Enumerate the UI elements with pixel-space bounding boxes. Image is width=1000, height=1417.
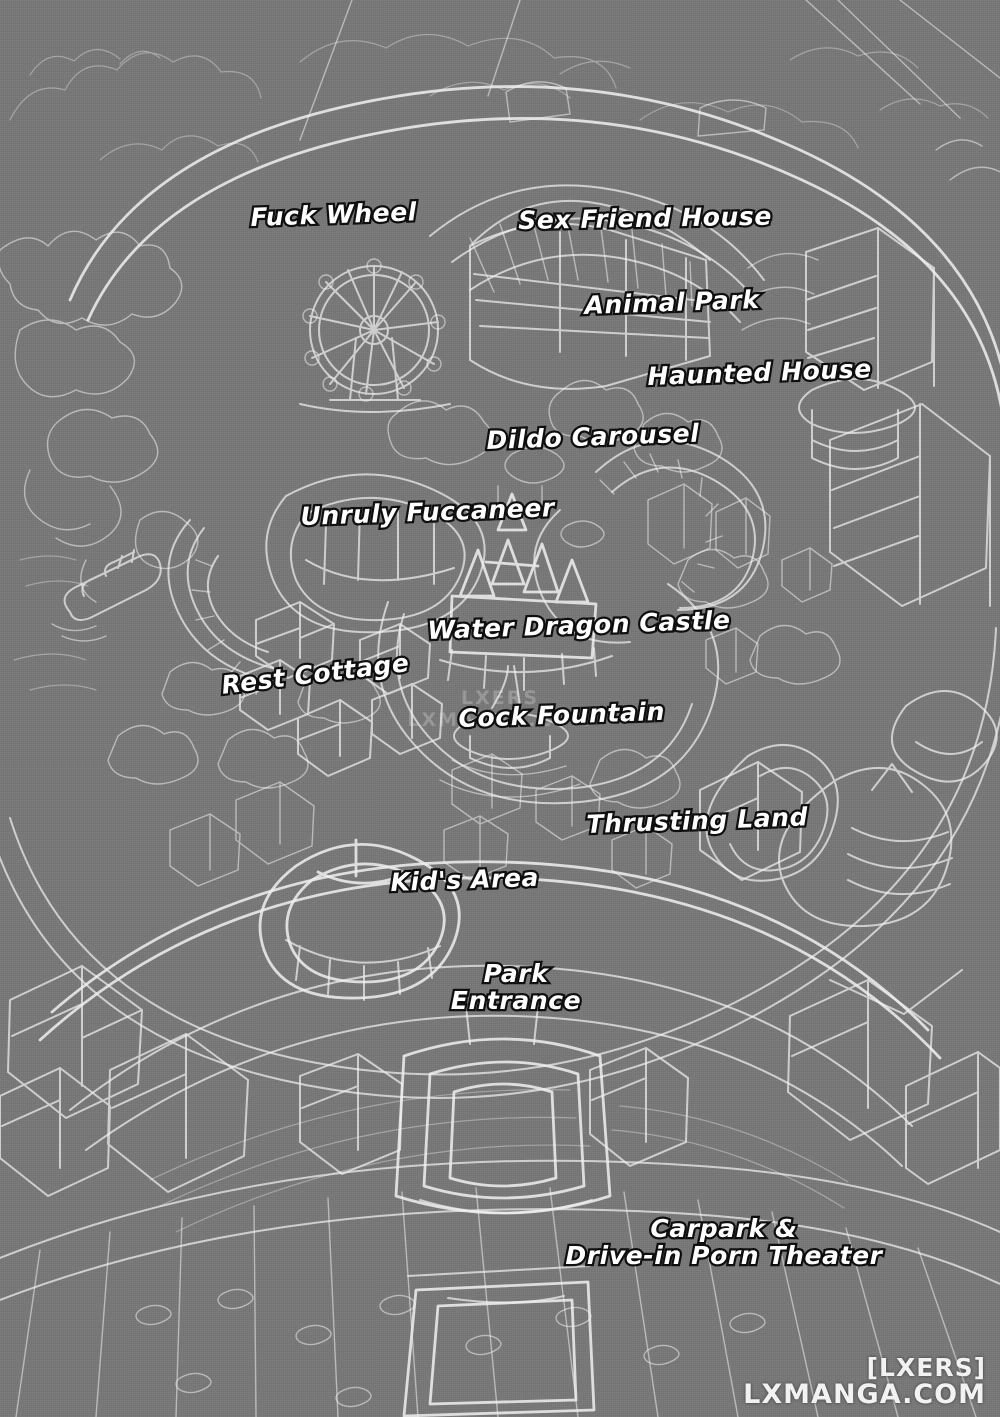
map-label-text: Fuck Wheel [248,195,420,234]
map-label-carpark-theater: Carpark & Drive-in Porn Theater [563,1213,884,1272]
map-label-fuck-wheel: Fuck Wheel [248,195,420,234]
map-label-text: Carpark & Drive-in Porn Theater [563,1213,884,1272]
map-label-cock-fountain: Cock Fountain [456,695,668,736]
map-label-park-entrance: Park Entrance [449,958,583,1017]
credit-brand: [LXERS] [866,1352,986,1382]
map-label-text: Park Entrance [449,958,583,1017]
publisher-credit: [LXERS] LXMANGA.COM [743,1352,986,1410]
map-label-animal-park: Animal Park [582,283,762,323]
credit-site: LXMANGA.COM [743,1378,986,1410]
map-label-sex-friend-house: Sex Friend House [516,199,775,237]
center-watermark: LXERS LXMANGA.COM [407,687,593,731]
map-label-kids-area: Kid's Area [388,861,542,900]
map-label-text: Animal Park [582,283,762,323]
map-label-text: Kid's Area [388,861,542,900]
map-label-text: Sex Friend House [516,199,775,237]
